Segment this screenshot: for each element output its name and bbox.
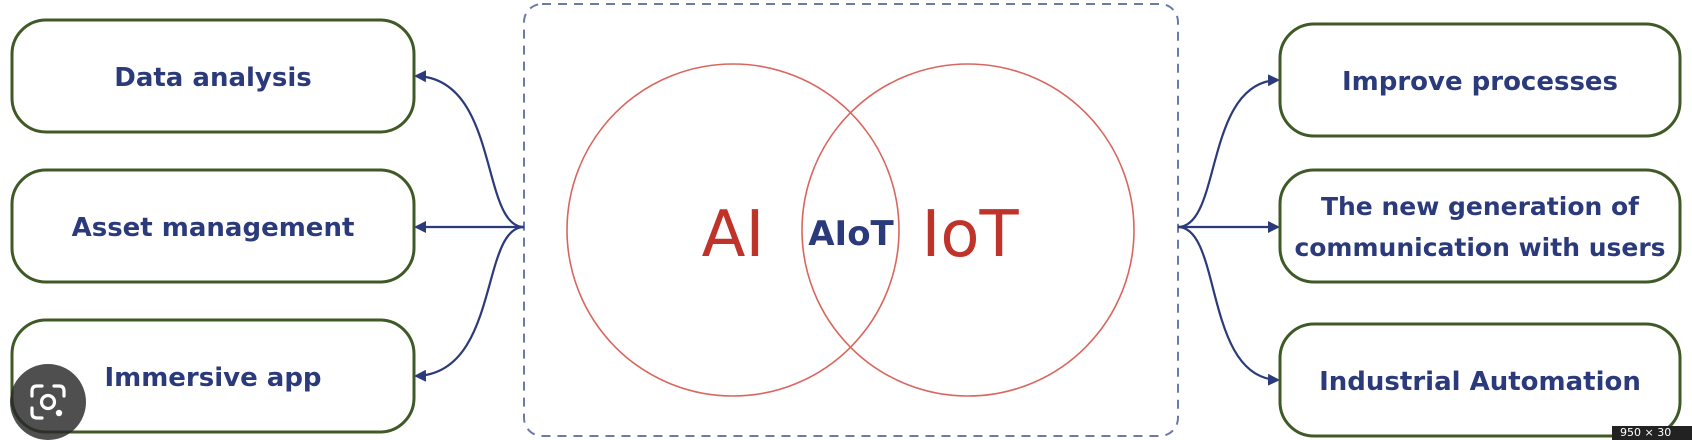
left-box-data-analysis: Data analysis xyxy=(10,18,416,134)
box-label: Immersive app xyxy=(104,363,321,393)
box-label: Improve processes xyxy=(1342,67,1618,97)
box-label-line-1: The new generation of xyxy=(1321,192,1640,221)
google-lens-button[interactable] xyxy=(10,364,86,440)
left-box-immersive-app: Immersive app xyxy=(10,318,416,434)
ai-circle xyxy=(566,63,900,397)
iot-label: IoT xyxy=(921,198,1019,272)
right-box-improve-processes: Improve processes xyxy=(1278,22,1682,138)
right-box-industrial-automation: Industrial Automation xyxy=(1278,322,1682,438)
center-dashed-frame xyxy=(523,3,1179,437)
right-box-new-generation: The new generation of communication with… xyxy=(1278,168,1682,284)
image-size-badge: 950 × 30 xyxy=(1612,426,1692,440)
arrow-to-immersive-app xyxy=(414,225,525,382)
ai-label: AI xyxy=(702,198,765,272)
box-label: Asset management xyxy=(72,213,355,243)
aiot-label: AIoT xyxy=(808,214,894,254)
box-label: Data analysis xyxy=(114,63,311,93)
box-label: Industrial Automation xyxy=(1319,367,1641,397)
arrow-to-industrial-automation xyxy=(1177,225,1280,386)
google-lens-icon xyxy=(30,384,66,420)
iot-circle xyxy=(801,63,1135,397)
left-box-asset-management: Asset management xyxy=(10,168,416,284)
box-label-line-2: communication with users xyxy=(1294,233,1665,262)
arrow-to-improve-processes xyxy=(1177,74,1280,229)
arrow-to-data-analysis xyxy=(414,70,525,229)
